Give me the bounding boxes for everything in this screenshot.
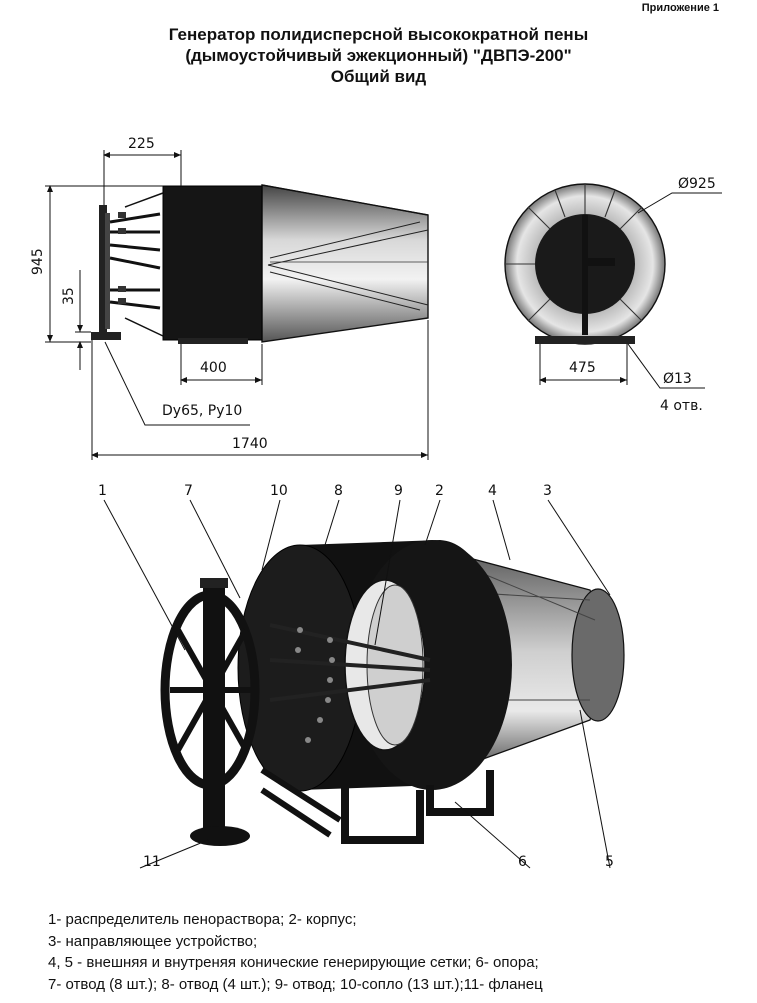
callout-2: 2 [435,483,444,499]
title-line-3: Общий вид [330,67,427,86]
front-view: Ø925 475 Ø13 4 отв. [504,176,722,414]
legend-line-1: 1- распределитель пенораствора; 2- корпу… [48,911,357,928]
dim-13: Ø13 [663,371,692,387]
dim-holes: 4 отв. [660,398,703,414]
title-line-2: (дымоустойчивый эжекционный) "ДВПЭ-200" [185,46,572,65]
callout-11: 11 [143,854,161,870]
legend-line-2: 3- направляющее устройство; [48,932,258,950]
callout-5: 5 [605,854,614,870]
dim-400: 400 [200,360,227,376]
dim-925: Ø925 [678,176,716,192]
callout-3: 3 [543,483,552,499]
title-line-1: Генератор полидисперсной высокократной п… [168,25,589,44]
appendix-label: Приложение 1 [641,2,719,14]
parts-legend: 1- распределитель пенораствора; 2- корпу… [48,909,543,995]
dim-945: 945 [30,248,46,275]
dim-inlet: Dy65, Py10 [162,403,242,419]
dim-225: 225 [128,136,155,152]
callout-7: 7 [184,483,193,499]
callout-labels: 1 7 10 8 9 2 4 3 11 6 5 [98,483,614,870]
callout-8: 8 [334,483,343,499]
callout-6: 6 [518,854,527,870]
legend-line-4: 7- отвод (8 шт.); 8- отвод (4 шт.); 9- о… [48,975,543,993]
dim-475: 475 [569,360,596,376]
legend-line-3: 4, 5 - внешняя и внутреняя конические ге… [48,954,539,971]
drawing-title: Генератор полидисперсной высокократной п… [0,24,757,87]
side-view: 225 945 35 400 Dy65, Py10 1740 [30,136,429,460]
dim-35: 35 [61,287,77,305]
callout-1: 1 [98,483,107,499]
perspective-view: 1 7 10 8 9 2 4 3 11 6 5 [98,483,625,870]
callout-10: 10 [270,483,288,499]
callout-9: 9 [394,483,403,499]
dim-1740: 1740 [232,436,268,452]
callout-4: 4 [488,483,497,499]
